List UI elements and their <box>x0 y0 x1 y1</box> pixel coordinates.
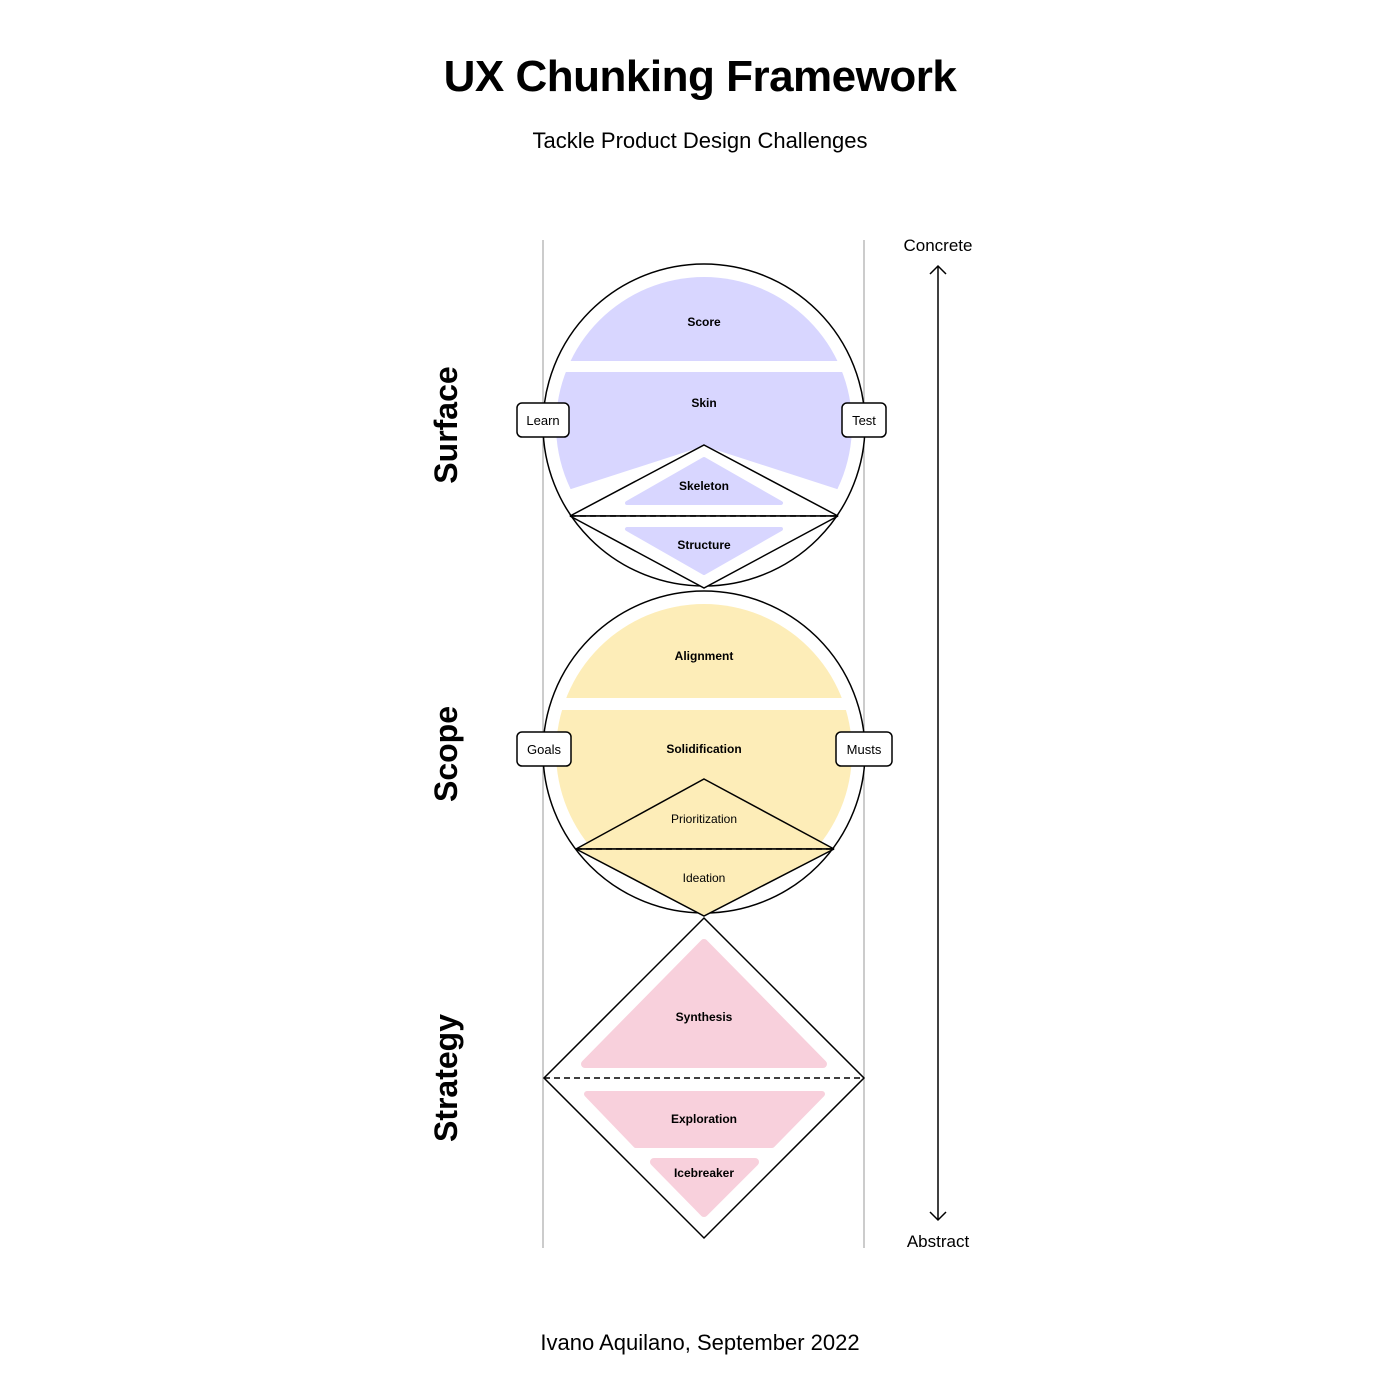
tag-test: Test <box>852 413 876 428</box>
section-label-surface: Surface <box>428 366 464 483</box>
strategy-exploration-shape <box>584 1091 825 1148</box>
scope-layer-solidification: Solidification <box>666 742 741 756</box>
surface-layer-skin: Skin <box>691 396 716 410</box>
axis-label-concrete: Concrete <box>904 236 973 255</box>
author-credit: Ivano Aquilano, September 2022 <box>540 1330 860 1355</box>
tag-goals: Goals <box>527 742 561 757</box>
surface-structure-shape <box>625 527 783 575</box>
axis-arrow-up-icon <box>929 264 947 275</box>
strategy-layer-synthesis: Synthesis <box>676 1010 733 1024</box>
surface-layer-structure: Structure <box>677 538 731 552</box>
tag-goals-box <box>516 731 572 767</box>
page-subtitle: Tackle Product Design Challenges <box>532 128 868 153</box>
axis-arrow-down-icon <box>929 1211 947 1222</box>
strategy-layer-exploration: Exploration <box>671 1112 737 1126</box>
scope-layer-ideation: Ideation <box>683 871 726 885</box>
strategy-icebreaker-shape <box>650 1158 759 1217</box>
strategy-synthesis-shape <box>581 939 827 1068</box>
tag-learn-box <box>516 402 570 438</box>
tag-learn: Learn <box>526 413 559 428</box>
section-label-strategy: Strategy <box>428 1014 464 1142</box>
tag-musts-box <box>835 731 893 767</box>
surface-layer-score: Score <box>687 315 721 329</box>
surface-skin-shape <box>556 372 852 490</box>
strategy-layer-icebreaker: Icebreaker <box>674 1166 734 1180</box>
page-title: UX Chunking Framework <box>443 52 957 101</box>
axis-label-abstract: Abstract <box>907 1232 970 1251</box>
surface-skeleton-shape <box>625 457 783 505</box>
section-label-scope: Scope <box>428 706 464 802</box>
scope-layer-prioritization: Prioritization <box>671 812 737 826</box>
scope-layer-alignment: Alignment <box>675 649 734 663</box>
surface-section: Score Skin Skeleton Structure Learn Test… <box>428 263 887 589</box>
tag-musts: Musts <box>847 742 882 757</box>
scope-section: Alignment Solidification Prioritization … <box>428 590 893 917</box>
surface-layer-skeleton: Skeleton <box>679 479 729 493</box>
strategy-section: Synthesis Exploration Icebreaker Strateg… <box>428 916 866 1240</box>
tag-test-box <box>841 402 887 438</box>
concrete-abstract-axis: Concrete Abstract <box>904 236 973 1251</box>
scope-diamond-lower <box>575 848 835 917</box>
